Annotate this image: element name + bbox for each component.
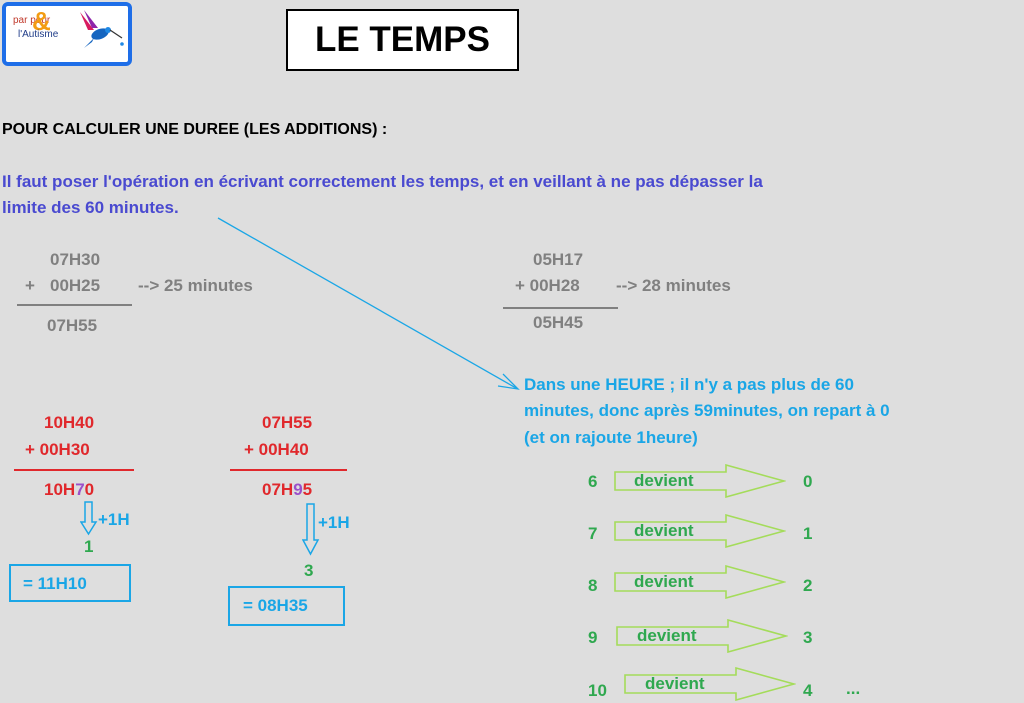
ex3-line1: 10H40 (44, 413, 95, 432)
section-heading: POUR CALCULER UNE DUREE (LES ADDITIONS) … (2, 121, 388, 138)
ex3-result-units: 0 (84, 480, 95, 499)
conversion-arrow-icon (614, 464, 786, 498)
logo-text-top: par pour (13, 15, 51, 26)
ex1-line1: 07H30 (50, 250, 101, 269)
ex4-result-units: 5 (302, 480, 313, 499)
ex4-final: = 08H35 (243, 596, 308, 615)
conversion-label: devient (645, 674, 705, 693)
ex3-final: = 11H10 (23, 574, 87, 593)
conversion-to: 1 (803, 524, 813, 543)
ex3-carry: 1 (84, 537, 94, 556)
conversion-from: 6 (588, 472, 598, 491)
ex1-plus: + (25, 276, 35, 295)
down-arrow-icon (80, 501, 98, 536)
hummingbird-icon (80, 10, 124, 48)
conversion-to: 0 (803, 472, 813, 491)
ex3-result-overflow-digit: 7 (75, 480, 85, 499)
ex3-result: 10H70 (44, 480, 94, 500)
conversion-to: 3 (803, 628, 813, 647)
logo-text-bottom: l'Autisme (18, 29, 59, 40)
intro-line-1: Il faut poser l'opération en écrivant co… (2, 172, 763, 191)
ex1-note: --> 25 minutes (138, 276, 253, 295)
conversion-from: 10 (588, 681, 607, 700)
ex4-line1: 07H55 (262, 413, 313, 432)
ex1-result: 07H55 (47, 316, 98, 335)
ex2-line2: + 00H28 (515, 276, 580, 295)
ex3-plus-hour: +1H (98, 510, 130, 529)
ex1-divider (17, 304, 132, 306)
conversion-from: 9 (588, 628, 598, 647)
conversion-arrow-icon (614, 565, 786, 599)
ex3-divider (14, 469, 134, 471)
conversion-arrow-icon (614, 514, 786, 548)
conversion-to: 2 (803, 576, 813, 595)
rule-line-2: minutes, donc après 59minutes, on repart… (524, 401, 890, 420)
ex4-carry: 3 (304, 561, 314, 580)
rule-line-1: Dans une HEURE ; il n'y a pas plus de 60 (524, 375, 854, 394)
conversion-arrow-icon (624, 667, 796, 701)
ex4-result-overflow-digit: 9 (293, 480, 303, 499)
ex2-result: 05H45 (533, 313, 584, 332)
ex1-line2: 00H25 (50, 276, 101, 295)
logo (2, 2, 132, 66)
ex4-result-hours: 07H (262, 480, 294, 499)
ex2-note: --> 28 minutes (616, 276, 731, 295)
intro-line-2: limite des 60 minutes. (2, 198, 179, 217)
rule-line-3: (et on rajoute 1heure) (524, 428, 698, 447)
ex3-final-box (9, 564, 131, 602)
ex3-line2: + 00H30 (25, 440, 90, 459)
conversion-from: 8 (588, 576, 598, 595)
conversion-label: devient (634, 521, 694, 540)
down-arrow-icon (302, 503, 320, 556)
page-title: LE TEMPS (286, 9, 519, 71)
conversion-label: devient (634, 471, 694, 490)
conversion-to: 4 (803, 681, 813, 700)
ellipsis: ... (846, 679, 861, 698)
ex4-divider (230, 469, 347, 471)
conversion-label: devient (634, 572, 694, 591)
ex4-result: 07H95 (262, 480, 312, 500)
ex2-line1: 05H17 (533, 250, 584, 269)
logo-ampersand: & (32, 6, 51, 36)
ex4-final-box (228, 586, 345, 626)
ex4-line2: + 00H40 (244, 440, 309, 459)
conversion-label: devient (637, 626, 697, 645)
ex3-result-hours: 10H (44, 480, 76, 499)
conversion-from: 7 (588, 524, 598, 543)
ex2-divider (503, 307, 618, 309)
conversion-arrow-icon (616, 619, 788, 653)
ex4-plus-hour: +1H (318, 513, 350, 532)
